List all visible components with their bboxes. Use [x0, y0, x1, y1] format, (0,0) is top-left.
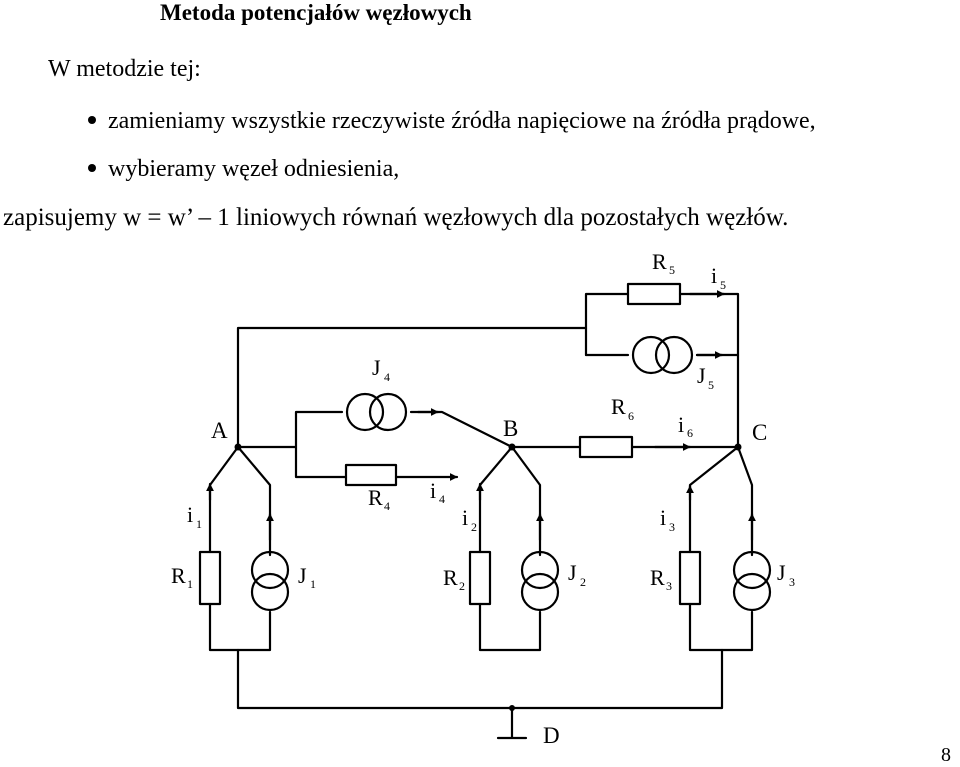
- label-r4-main: R: [368, 485, 383, 510]
- bullet-text-2: wybieramy węzeł odniesienia,: [108, 156, 400, 182]
- current-source-j4: [345, 392, 408, 432]
- current-source-j3: [732, 550, 772, 612]
- label-i5-sub: 5: [720, 278, 726, 292]
- node-label-c: C: [752, 420, 767, 445]
- label-i3-sub: 3: [669, 520, 675, 534]
- resistor-r1: [198, 550, 222, 606]
- node-a-dot: [234, 443, 242, 451]
- label-i1-sub: 1: [196, 517, 202, 531]
- bullet-dot-icon: [88, 116, 96, 125]
- label-i4-main: i: [430, 478, 436, 503]
- label-i6-main: i: [678, 412, 684, 437]
- node-label-b: B: [503, 416, 518, 441]
- label-r6-main: R: [611, 394, 626, 419]
- intro-text: W metodzie tej:: [48, 56, 201, 82]
- label-j1-main: J: [298, 563, 307, 588]
- node-d-dot: [509, 705, 515, 711]
- label-j2-main: J: [568, 560, 577, 585]
- label-i5-main: i: [711, 263, 717, 288]
- label-j4-main: J: [372, 355, 381, 380]
- bullet-dot-icon: [88, 164, 96, 173]
- bullet-text-1: zamieniamy wszystkie rzeczywiste źródła …: [108, 108, 816, 134]
- node-label-d: D: [543, 723, 560, 748]
- label-r2-main: R: [443, 565, 458, 590]
- page-number: 8: [941, 744, 951, 766]
- current-source-j5: [631, 335, 694, 375]
- wire-c-branches: [688, 445, 754, 652]
- label-i1-main: i: [187, 502, 193, 527]
- node-c-dot: [734, 443, 742, 451]
- label-i2-main: i: [462, 505, 468, 530]
- node-label-a: A: [211, 418, 228, 443]
- bullet-item-2: wybieramy węzeł odniesienia,: [88, 156, 399, 183]
- resistor-r6: [578, 435, 634, 459]
- label-r5-sub: 5: [669, 263, 675, 277]
- label-r4-sub: 4: [384, 499, 390, 513]
- label-i2-sub: 2: [471, 520, 477, 534]
- label-j3-main: J: [777, 560, 786, 585]
- label-i4-sub: 4: [439, 492, 445, 506]
- wire-top-bus: [236, 326, 588, 449]
- label-j5-sub: 5: [708, 378, 714, 392]
- wire-b-branches: [478, 445, 542, 652]
- bullet-item-1: zamieniamy wszystkie rzeczywiste źródła …: [88, 108, 816, 135]
- resistor-r3: [678, 550, 702, 606]
- resistor-r4: [344, 463, 398, 487]
- current-source-j2: [520, 550, 560, 612]
- wire-a-branches: [208, 445, 272, 652]
- label-r2-sub: 2: [459, 579, 465, 593]
- label-j4-sub: 4: [384, 370, 390, 384]
- label-r3-main: R: [650, 565, 665, 590]
- label-i3-main: i: [660, 505, 666, 530]
- label-r3-sub: 3: [666, 579, 672, 593]
- resistor-r5: [626, 282, 682, 306]
- resistor-r2: [468, 550, 492, 606]
- label-i6-sub: 6: [687, 426, 693, 440]
- label-r1-sub: 1: [187, 577, 193, 591]
- label-j5-main: J: [697, 363, 706, 388]
- statement-text: zapisujemy w = w’ – 1 liniowych równań w…: [3, 204, 789, 231]
- label-j1-sub: 1: [310, 577, 316, 591]
- label-r6-sub: 6: [628, 409, 634, 423]
- label-r1-main: R: [171, 563, 186, 588]
- wire-ground-d: [496, 706, 528, 740]
- label-j2-sub: 2: [580, 575, 586, 589]
- page-title: Metoda potencjałów węzłowych: [160, 0, 472, 25]
- node-b-dot: [508, 443, 516, 451]
- wire-bottom-bus: [236, 648, 724, 710]
- label-j3-sub: 3: [789, 575, 795, 589]
- current-source-j1: [250, 550, 290, 612]
- wire-a-b: [236, 410, 514, 479]
- label-r5-main: R: [652, 249, 667, 274]
